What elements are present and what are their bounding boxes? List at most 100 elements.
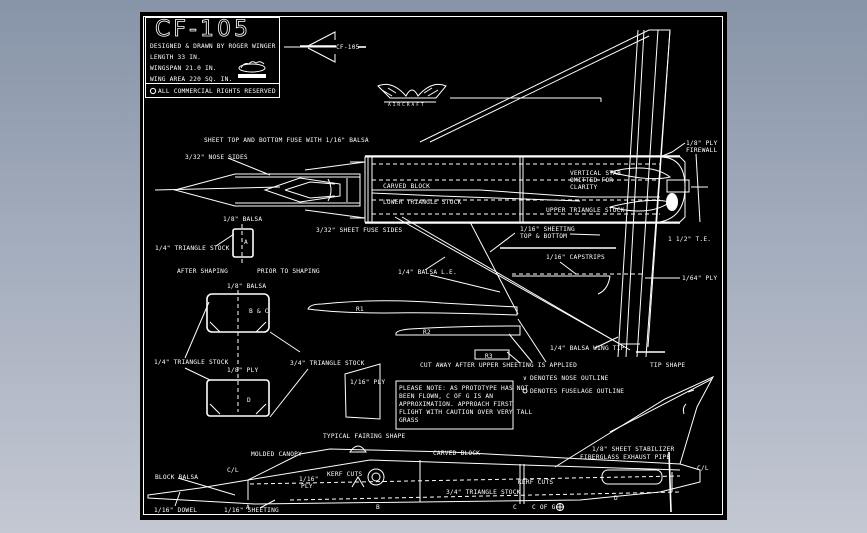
label-typical-fairing: TYPICAL FAIRING SHAPE [323, 433, 406, 440]
title-block: CF-105 DESIGNED & DRAWN BY ROGER WINGER … [145, 17, 280, 98]
note-line-5: GRASS [399, 417, 419, 424]
label-vertical-stab-3: CLARITY [570, 184, 598, 191]
label-triangle-stock-3-4: 3/4" TRIANGLE STOCK [290, 360, 365, 367]
label-kerf-cuts-1: KERF CUTS [327, 471, 362, 478]
rib-r3-label: R3 [485, 353, 493, 360]
station-a: A [246, 504, 250, 511]
label-balsa-top: 1/8" BALSA [223, 216, 262, 223]
sheet-border [143, 16, 723, 515]
label-upper-triangle: UPPER TRIANGLE STOCK [546, 207, 625, 214]
rib-r3 [474, 349, 510, 360]
label-firewall-2: FIREWALL [686, 147, 717, 154]
cofg-icon [556, 503, 564, 511]
label-tip-shape: TIP SHAPE [650, 362, 685, 369]
rib-templates: R1 R2 R3 CUT AWAY AFTER UPPER SHEETING I… [307, 300, 577, 420]
section-d-shape [206, 379, 270, 417]
label-ply-side-1: 1/16" [299, 476, 319, 483]
label-ply-d: 1/8" PLY [227, 367, 258, 374]
label-ply-64: 1/64" PLY [682, 275, 717, 282]
thumbnail-label: CF-105 [336, 44, 360, 51]
ply-gusset [344, 363, 381, 420]
label-block-balsa: BLOCK BALSA [155, 474, 198, 481]
blueprint-drawing: CF-105 DESIGNED & DRAWN BY ROGER WINGER … [143, 16, 723, 515]
label-cut-away: CUT AWAY AFTER UPPER SHEETING IS APPLIED [420, 362, 577, 369]
rib-r1 [307, 300, 518, 316]
rib-r2-label: R2 [423, 329, 431, 336]
legend-fuselage-text: DENOTES FUSELAGE OUTLINE [530, 388, 624, 395]
label-carved-block-side: CARVED BLOCK [433, 450, 480, 457]
label-triangle-stock-1-4: 1/4" TRIANGLE STOCK [154, 359, 229, 366]
label-cofg: C OF G [532, 504, 556, 511]
label-molded-canopy: MOLDED CANOPY [251, 451, 302, 458]
label-cl-left: C/L [227, 467, 239, 474]
fairing-shape [349, 445, 367, 453]
vertical-fin [554, 375, 715, 468]
note-line-2: BEEN FLOWN, C OF G IS AN [399, 393, 493, 400]
label-sheeting-1: 1/16" SHEETING [520, 226, 575, 233]
wingspan-text: WINGSPAN 21.0 IN. [150, 65, 217, 72]
blueprint-sheet: CF-105 DESIGNED & DRAWN BY ROGER WINGER … [140, 12, 727, 520]
title-block-frame [145, 17, 280, 98]
label-after-shaping: AFTER SHAPING [177, 268, 228, 275]
legend: ∨ DENOTES NOSE OUTLINE DENOTES FUSELAGE … [522, 375, 624, 395]
propeller-side [668, 451, 672, 513]
planform-thumbnail: CF-105 [284, 31, 366, 63]
label-triangle-stock-side: 3/4" TRIANGLE STOCK [446, 489, 521, 496]
label-balsa-bc: 1/8" BALSA [227, 283, 266, 290]
label-firewall-1: 1/8" PLY [686, 140, 717, 147]
label-lower-triangle: LOWER TRIANGLE STOCK [383, 199, 462, 206]
label-ply-side-2: PLY [301, 483, 313, 490]
label-exhaust: FIBERGLASS EXHAUST PIPE [580, 454, 670, 461]
rib-r2 [395, 325, 521, 336]
legend-nose-text: DENOTES NOSE OUTLINE [530, 375, 609, 382]
label-balsa-le: 1/4" BALSA L.E. [398, 269, 457, 276]
avro-logo: AIRCRAFT [377, 83, 447, 108]
label-te: 1 1/2" T.E. [668, 236, 711, 243]
label-nose-sides: 3/32" NOSE SIDES [185, 154, 248, 161]
motor-circle [367, 468, 385, 486]
note-line-1: PLEASE NOTE: AS PROTOTYPE HAS NOT [399, 385, 529, 392]
label-sheet-fuse: SHEET TOP AND BOTTOM FUSE WITH 1/16" BAL… [204, 137, 369, 144]
legend-fuselage-symbol [522, 388, 528, 394]
label-carved-block: CARVED BLOCK [383, 183, 430, 190]
label-stabilizer: 1/8" SHEET STABILIZER [592, 446, 675, 453]
length-text: LENGTH 33 IN. [150, 54, 201, 61]
label-vertical-stab-2: OMITTED FOR [570, 177, 613, 184]
section-d-label: D [247, 397, 251, 404]
section-a-label: A [244, 239, 248, 246]
rights-text: ALL COMMERCIAL RIGHTS RESERVED [158, 88, 276, 95]
label-sheet-fuse-sides: 3/32" SHEET FUSE SIDES [316, 227, 402, 234]
model-title: CF-105 [155, 17, 251, 42]
designer-text: DESIGNED & DRAWN BY ROGER WINGER [150, 43, 276, 50]
propeller-line [695, 153, 701, 223]
legend-nose-symbol: ∨ [523, 375, 527, 382]
note-line-4: FLIGHT WITH CAUTION OVER VERY TALL [399, 409, 533, 416]
station-b: B [376, 504, 380, 511]
label-sheeting-2: TOP & BOTTOM [520, 233, 567, 240]
fuselage-side [147, 448, 701, 505]
note-box: PLEASE NOTE: AS PROTOTYPE HAS NOT BEEN F… [395, 380, 533, 430]
label-cl-right: C/L [697, 465, 709, 472]
label-kerf-cuts-2: KERF CUTS [518, 479, 553, 486]
station-d: D [614, 495, 618, 502]
note-line-3: APPROXIMATION. APPROACH FIRST [399, 401, 513, 408]
top-view: SHEET TOP AND BOTTOM FUSE WITH 1/16" BAL… [154, 29, 717, 369]
copyright-icon [149, 87, 157, 95]
label-sheeting-side: 1/16" SHEETING [224, 507, 279, 514]
side-view: TYPICAL FAIRING SHAPE MOLDED CANOPY CARV… [147, 375, 715, 514]
note-frame [395, 380, 514, 430]
logo-text: AIRCRAFT [388, 102, 426, 108]
label-wing-tip: 1/4" BALSA WING TIP [550, 345, 625, 352]
label-vertical-stab-1: VERTICAL STAB [570, 170, 621, 177]
rib-r1-label: R1 [356, 306, 364, 313]
small-logo-icon [238, 61, 266, 78]
label-triangle-stock-a: 1/4" TRIANGLE STOCK [155, 245, 230, 252]
label-capstrips: 1/16" CAPSTRIPS [546, 254, 605, 261]
cross-sections: 1/8" BALSA A 1/4" TRIANGLE STOCK AFTER S… [154, 216, 365, 418]
station-c: C [513, 504, 517, 511]
wing-leading-edge [419, 29, 671, 348]
section-bc-label: B & C [249, 308, 269, 315]
wing-area-text: WING AREA 220 SQ. IN. [150, 76, 232, 83]
label-dowel: 1/16" DOWEL [154, 507, 197, 514]
label-prior-shaping: PRIOR TO SHAPING [257, 268, 320, 275]
